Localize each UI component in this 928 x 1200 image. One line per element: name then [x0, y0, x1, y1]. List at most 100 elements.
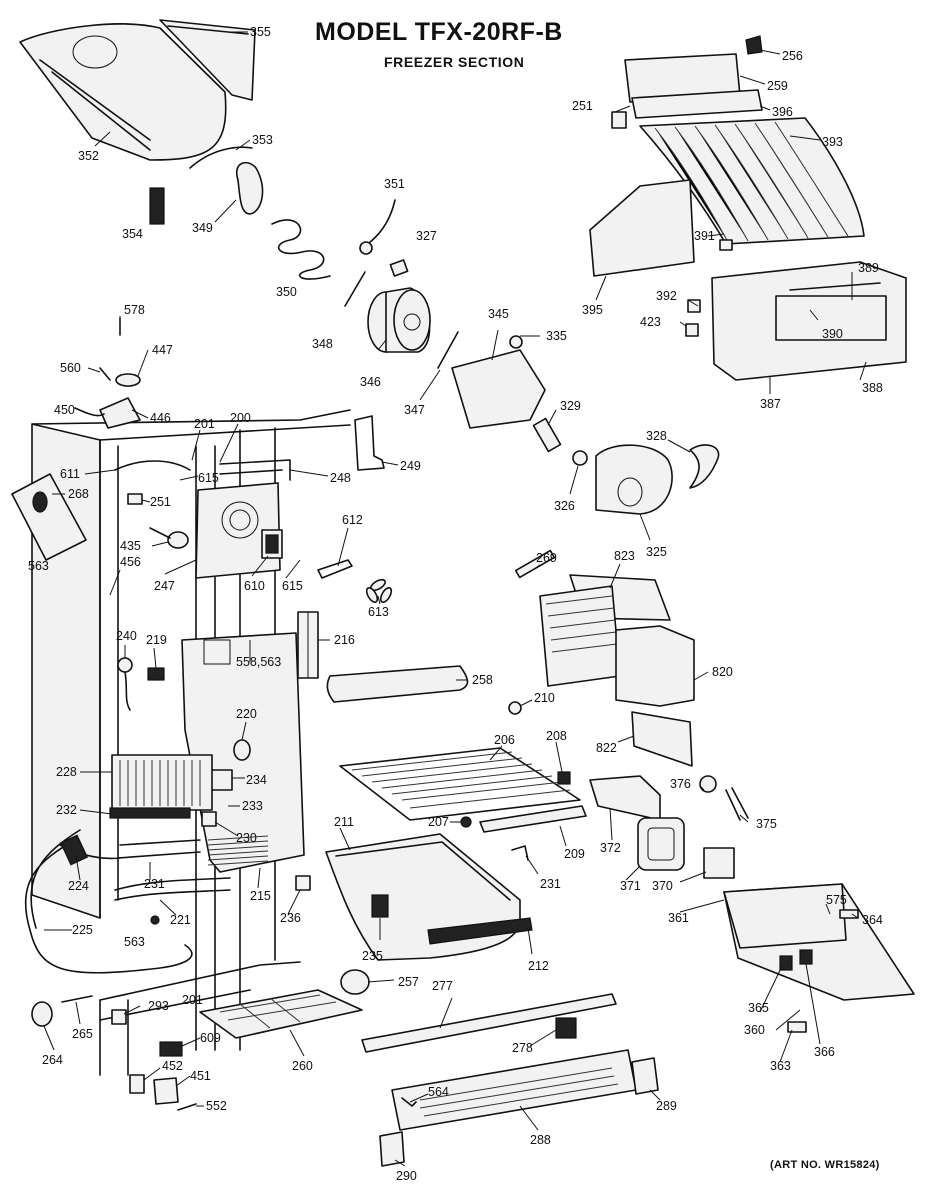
- callout-387: 387: [760, 397, 781, 411]
- bracket-396: [631, 89, 763, 119]
- cover-820: [615, 625, 695, 707]
- callout-352: 352: [78, 149, 99, 163]
- callout-234: 234: [246, 773, 267, 787]
- fan-bracket: [195, 482, 281, 579]
- callout-395: 395: [582, 303, 603, 317]
- hinge-446: [99, 397, 141, 429]
- callout-450: 450: [54, 403, 75, 417]
- callout-269: 269: [536, 551, 557, 565]
- auger-motor-346: [367, 287, 431, 353]
- hinge-451: [153, 1077, 179, 1105]
- callout-232: 232: [56, 803, 77, 817]
- harness-375: [725, 787, 749, 821]
- callout-210: 210: [534, 691, 555, 705]
- clip-251: [127, 493, 143, 505]
- callout-228: 228: [56, 765, 77, 779]
- model-title: MODEL TFX-20RF-B: [315, 18, 563, 46]
- callout-278: 278: [512, 1041, 533, 1055]
- clip-210: [508, 701, 522, 715]
- clip-251-top: [611, 111, 627, 129]
- callout-820: 820: [712, 665, 733, 679]
- callout-563: 563: [124, 935, 145, 949]
- drain-tube: [24, 839, 193, 974]
- drain-heater: [59, 834, 89, 866]
- shelf-206: [339, 747, 581, 821]
- callout-393: 393: [822, 135, 843, 149]
- screw-564: [401, 1097, 417, 1107]
- callout-346: 346: [360, 375, 381, 389]
- callout-293: 293: [148, 999, 169, 1013]
- callout-456: 456: [120, 555, 141, 569]
- callout-615-top: 615: [198, 471, 219, 485]
- clip-236: [295, 875, 311, 891]
- door-390: [775, 295, 887, 341]
- clip-293: [111, 1009, 127, 1025]
- bracket-361: [723, 883, 847, 949]
- screw-552: [177, 1103, 197, 1111]
- callout-327: 327: [416, 229, 437, 243]
- callout-823: 823: [614, 549, 635, 563]
- harness-611: [114, 460, 191, 471]
- callout-221: 221: [170, 913, 191, 927]
- callout-423: 423: [640, 315, 661, 329]
- callout-366: 366: [814, 1045, 835, 1059]
- callout-615: 615: [282, 579, 303, 593]
- motor-325: [595, 444, 673, 515]
- callout-211: 211: [334, 815, 354, 829]
- callout-558-563: 558,563: [236, 655, 281, 669]
- bracket-289: [631, 1057, 659, 1095]
- clip-207: [460, 816, 472, 828]
- drain-pan: [114, 877, 231, 891]
- ice-bucket: [19, 19, 256, 161]
- part-423: [685, 323, 699, 337]
- shield-822: [631, 711, 693, 767]
- cover-grille: [207, 835, 269, 866]
- callout-328: 328: [646, 429, 667, 443]
- section-subtitle: FREEZER SECTION: [384, 54, 524, 70]
- callout-609: 609: [200, 1031, 221, 1045]
- callout-201-top: 201: [194, 417, 215, 431]
- freezer-bin: [325, 833, 533, 961]
- nut-335: [509, 335, 523, 349]
- callout-822: 822: [596, 741, 617, 755]
- part-447: [115, 373, 141, 387]
- bracket-452: [129, 1074, 145, 1094]
- callout-371: 371: [620, 879, 641, 893]
- callout-256: 256: [782, 49, 803, 63]
- callout-220: 220: [236, 707, 257, 721]
- callout-365: 365: [748, 1001, 769, 1015]
- clip-256: [745, 35, 763, 55]
- auger-coupler-349: [235, 161, 264, 215]
- callout-446: 446: [150, 411, 171, 425]
- callout-219: 219: [146, 633, 167, 647]
- callout-375: 375: [756, 817, 777, 831]
- clip-391: [719, 239, 733, 251]
- callout-231-right: 231: [540, 877, 561, 891]
- callout-225: 225: [72, 923, 93, 937]
- bulb-240: [117, 657, 133, 673]
- leader-lines: [43, 31, 867, 1167]
- door-389: [789, 282, 881, 291]
- callout-613: 613: [368, 605, 389, 619]
- knob-257: [340, 969, 370, 995]
- part-219: [147, 667, 165, 681]
- bracket-249: [354, 415, 385, 471]
- clamp-328: [689, 444, 720, 489]
- callout-345: 345: [488, 307, 509, 321]
- light-376: [699, 775, 717, 793]
- bearing-326: [572, 450, 588, 466]
- callout-326: 326: [554, 499, 575, 513]
- clip-609: [159, 1041, 183, 1057]
- plate-345: [451, 349, 546, 429]
- art-number: (ART NO. WR15824): [770, 1159, 880, 1171]
- callout-349: 349: [192, 221, 213, 235]
- axle-265: [61, 995, 93, 1003]
- part-354: [149, 187, 165, 225]
- fan-blade: [365, 578, 393, 604]
- callout-201: 201: [182, 993, 203, 1007]
- callout-329: 329: [560, 399, 581, 413]
- callout-260: 260: [292, 1059, 313, 1073]
- clip-231-right: [511, 845, 529, 861]
